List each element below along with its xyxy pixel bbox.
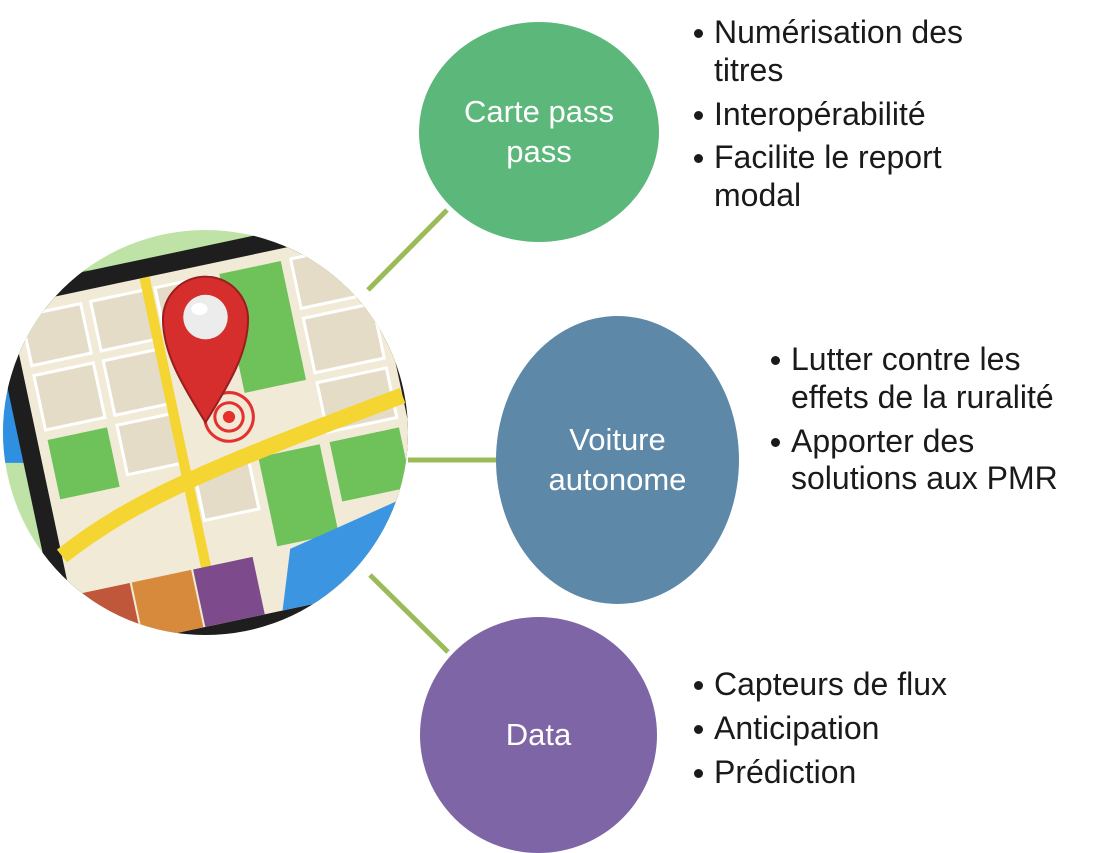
location-pin-icon: [161, 275, 250, 425]
bullet-item: Interopérabilité: [694, 96, 1024, 134]
connector-carte: [366, 208, 449, 292]
bullet-item: Facilite le report modal: [694, 139, 1024, 215]
node-carte-pass-pass: Carte pass pass: [419, 22, 659, 242]
bullet-item: Prédiction: [694, 754, 1024, 792]
bullet-item: Lutter contre les effets de la ruralité: [771, 341, 1101, 417]
bullet-item: Anticipation: [694, 710, 1024, 748]
node-label: Carte pass pass: [464, 94, 614, 169]
connector-data: [368, 573, 450, 654]
bullet-item: Numérisation des titres: [694, 14, 1024, 90]
bullet-list-carte: Numérisation des titres Interopérabilité…: [694, 14, 1024, 221]
bullet-item: Capteurs de flux: [694, 666, 1024, 704]
node-label: Voiture autonome: [548, 422, 687, 497]
bullet-list-data: Capteurs de flux Anticipation Prédiction: [694, 666, 1024, 797]
node-voiture-autonome: Voiture autonome: [496, 316, 739, 604]
map-smartphone-icon: [3, 230, 408, 635]
bullet-item: Apporter des solutions aux PMR: [771, 423, 1101, 499]
node-data: Data: [420, 617, 657, 853]
node-label: Data: [505, 717, 572, 753]
bullet-list-voiture: Lutter contre les effets de la ruralité …: [771, 341, 1101, 504]
